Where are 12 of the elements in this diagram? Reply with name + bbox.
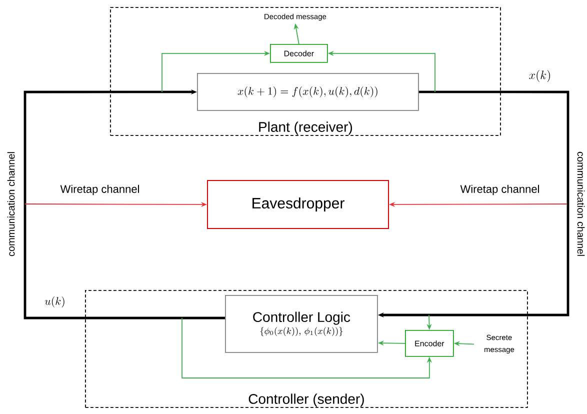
eavesdropper-box: Eavesdropper — [207, 180, 389, 229]
edge-label: $x(k)$ — [529, 70, 550, 82]
edge-label: $u(k)$ — [44, 296, 64, 308]
controller-logic-box: Controller Logic $\{\phi_0(x(k)),\, \phi_1(x(k))\}$ — [225, 295, 378, 353]
arrow — [24, 89, 225, 320]
encoder-box: Encoder — [405, 330, 454, 357]
edge-label: Wiretap channel — [460, 184, 539, 196]
channel-label: communication channel — [577, 152, 585, 256]
edge-label: Wiretap channel — [60, 184, 139, 196]
channel-label: communication channel — [7, 152, 15, 256]
decoder-box: Decoder — [270, 44, 328, 63]
equation-box: $x(k+1)=f(x(k),u(k),d(k))$ — [197, 73, 419, 111]
